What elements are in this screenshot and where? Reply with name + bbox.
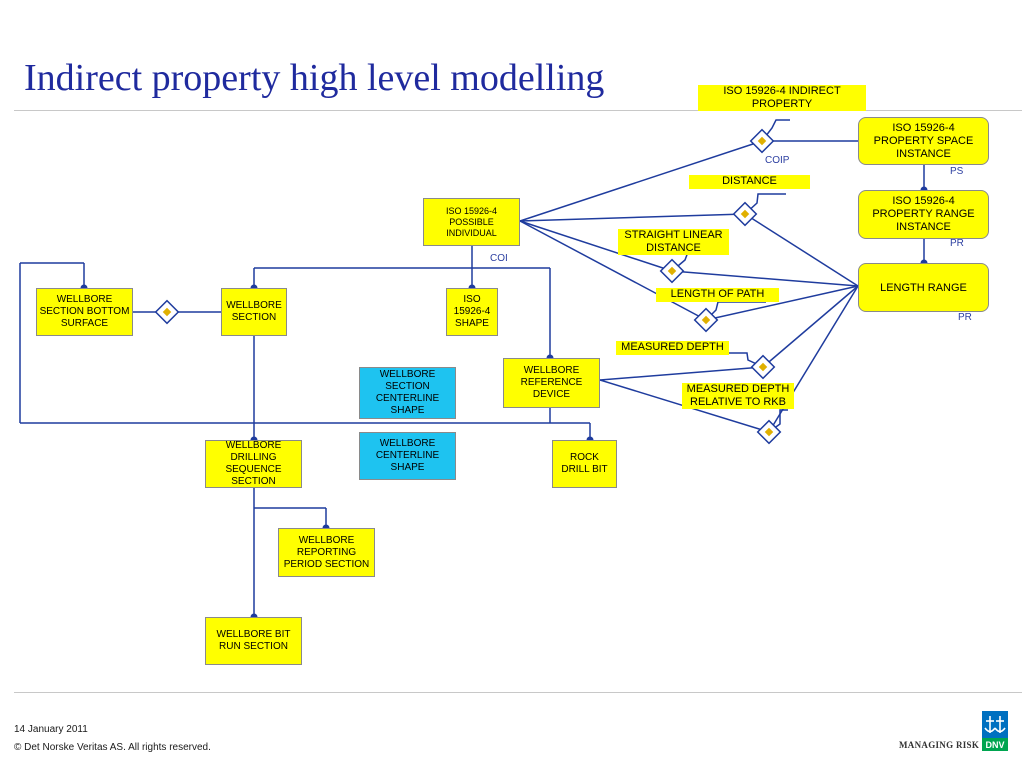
tag-pr-upper: PR xyxy=(950,238,964,249)
box-possible-individual: ISO 15926-4 POSSIBLE INDIVIDUAL xyxy=(423,198,520,246)
diamond-icon xyxy=(154,299,180,325)
box-property-space-instance: ISO 15926-4 PROPERTY SPACE INSTANCE xyxy=(858,117,989,165)
page-title: Indirect property high level modelling xyxy=(24,57,605,99)
box-property-range-instance: ISO 15926-4 PROPERTY RANGE INSTANCE xyxy=(858,190,989,239)
diamond-icon xyxy=(750,354,776,380)
label-length-of-path: LENGTH OF PATH xyxy=(656,288,779,302)
box-wellbore-bit-run-section: WELLBORE BIT RUN SECTION xyxy=(205,617,302,665)
box-wellbore-drilling-sequence-section: WELLBORE DRILLING SEQUENCE SECTION xyxy=(205,440,302,488)
box-wellbore-reference-device: WELLBORE REFERENCE DEVICE xyxy=(503,358,600,408)
label-indirect-property: ISO 15926-4 INDIRECT PROPERTY xyxy=(698,85,866,111)
label-measured-depth-relative-to-rkb: MEASURED DEPTH RELATIVE TO RKB xyxy=(682,383,794,409)
box-iso-shape: ISO 15926-4 SHAPE xyxy=(446,288,498,336)
title-divider xyxy=(14,110,1022,111)
box-wellbore-section-bottom-surface: WELLBORE SECTION BOTTOM SURFACE xyxy=(36,288,133,336)
tag-coi: COI xyxy=(490,253,508,264)
label-measured-depth: MEASURED DEPTH xyxy=(616,341,729,355)
box-length-range: LENGTH RANGE xyxy=(858,263,989,312)
footer-date: 14 January 2011 xyxy=(14,724,88,735)
tag-ps: PS xyxy=(950,166,964,177)
tag-coip: COIP xyxy=(765,155,790,166)
logo-text: DNV xyxy=(985,740,1004,750)
footer-divider xyxy=(14,692,1022,693)
managing-risk-text: MANAGING RISK xyxy=(899,740,980,750)
box-rock-drill-bit: ROCK DRILL BIT xyxy=(552,440,617,488)
box-wellbore-section: WELLBORE SECTION xyxy=(221,288,287,336)
box-wellbore-section-centerline-shape: WELLBORE SECTION CENTERLINE SHAPE xyxy=(359,367,456,419)
diamond-icon xyxy=(693,307,719,333)
diamond-icon xyxy=(732,201,758,227)
box-wellbore-centerline-shape: WELLBORE CENTERLINE SHAPE xyxy=(359,432,456,480)
diamond-icon xyxy=(749,128,775,154)
box-wellbore-reporting-period-section: WELLBORE REPORTING PERIOD SECTION xyxy=(278,528,375,577)
label-distance: DISTANCE xyxy=(689,175,810,189)
diamond-icon xyxy=(659,258,685,284)
tag-pr-lower: PR xyxy=(958,312,972,323)
diamond-icon xyxy=(756,419,782,445)
dnv-logo: DNV xyxy=(982,711,1008,751)
footer-copyright: © Det Norske Veritas AS. All rights rese… xyxy=(14,742,211,753)
label-straight-linear-distance: STRAIGHT LINEAR DISTANCE xyxy=(618,229,729,255)
